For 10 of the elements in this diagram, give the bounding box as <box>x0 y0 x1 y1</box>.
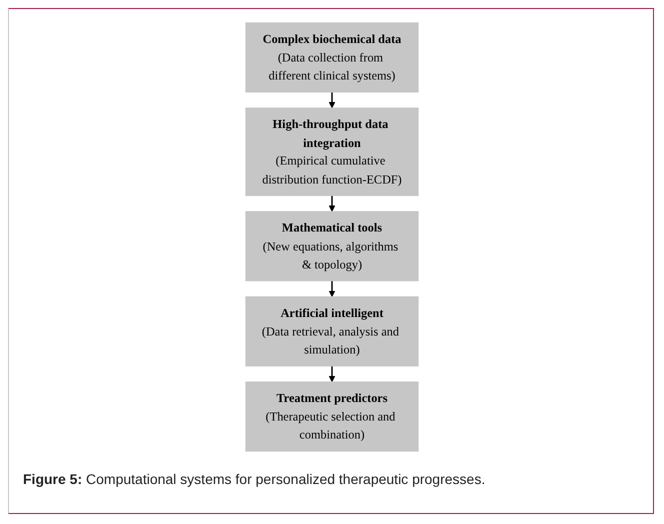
arrow <box>328 280 336 297</box>
node-box: High-throughput data integration (Empirical cumulative distribution function-ECDF) <box>245 108 419 196</box>
arrow <box>328 366 336 382</box>
arrow <box>328 196 336 212</box>
arrow <box>328 92 336 108</box>
node-box: Complex biochemical data (Data collection from different clinical systems) <box>245 22 419 92</box>
node-box: Artificial intelligent (Data retrieval, analysis and simulation) <box>245 296 419 366</box>
figure-caption: Figure 5: Computational systems for personalized therapeutic progresses. <box>23 471 486 487</box>
node-box: Treatment predictors (Therapeutic selection and combination) <box>245 382 419 452</box>
node-box: Mathematical tools (New equations, algorithms & topology) <box>245 211 419 282</box>
